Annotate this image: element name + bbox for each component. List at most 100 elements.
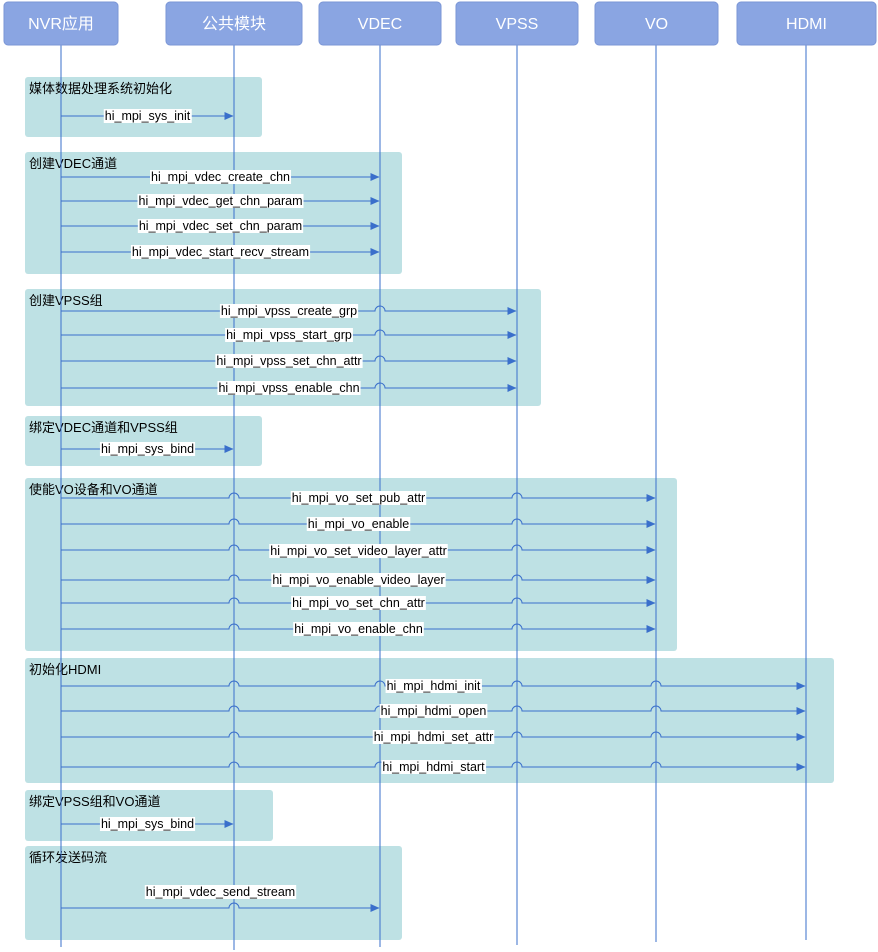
participant-box	[318, 1, 442, 46]
participant-hdmi: HDMI	[736, 1, 877, 46]
participant-label: 公共模块	[202, 15, 266, 33]
fragment-title: 使能VO设备和VO通道	[29, 482, 158, 497]
message-label-bg	[381, 760, 487, 774]
fragment-title: 循环发送码流	[29, 850, 107, 865]
message-label-bg	[217, 381, 361, 395]
message-arrow: hi_mpi_hdmi_init	[61, 679, 806, 693]
fragment-box	[25, 416, 262, 466]
message-arrow: hi_mpi_vdec_send_stream	[61, 885, 380, 912]
message-arrow: hi_mpi_hdmi_start	[61, 760, 806, 774]
fragment-group: 初始化HDMI	[25, 658, 834, 783]
message-arrow: hi_mpi_vdec_get_chn_param	[61, 194, 380, 208]
message-arrow: hi_mpi_vpss_create_grp	[61, 304, 517, 318]
participant-vo: VO	[594, 1, 719, 46]
fragment-box	[25, 790, 273, 841]
fragment-group: 绑定VDEC通道和VPSS组	[25, 416, 262, 466]
message-label-bg	[130, 245, 311, 259]
message-label-bg	[306, 517, 411, 531]
message-label-bg	[291, 596, 426, 610]
participant-nvr: NVR应用	[3, 1, 119, 46]
message-label-bg	[103, 109, 192, 123]
message-label-bg	[290, 491, 427, 505]
fragment-box	[25, 658, 834, 783]
message-label: hi_mpi_vo_enable_chn	[294, 622, 423, 636]
participant-label: NVR应用	[28, 14, 94, 33]
message-arrow: hi_mpi_vo_set_pub_attr	[61, 491, 656, 505]
fragment-group: 创建VPSS组	[25, 289, 541, 406]
participant-box	[594, 1, 719, 46]
message-arrow: hi_mpi_hdmi_set_attr	[61, 730, 806, 744]
message-label-bg	[379, 704, 488, 718]
message-label: hi_mpi_hdmi_init	[387, 679, 481, 693]
message-label: hi_mpi_hdmi_start	[382, 760, 485, 774]
fragment-title: 初始化HDMI	[29, 662, 101, 677]
message-label-bg	[385, 679, 482, 693]
message-arrow: hi_mpi_vdec_start_recv_stream	[61, 245, 380, 259]
message-arrow: hi_mpi_sys_bind	[61, 817, 234, 831]
participant-label: VO	[645, 16, 668, 33]
message-arrow: hi_mpi_vo_set_video_layer_attr	[61, 544, 656, 558]
participant-box	[455, 1, 579, 46]
message-label: hi_mpi_vdec_get_chn_param	[139, 194, 303, 208]
message-label: hi_mpi_vo_enable_video_layer	[272, 573, 444, 587]
message-label-bg	[144, 885, 297, 899]
participant-vpss: VPSS	[455, 1, 579, 46]
fragment-title: 媒体数据处理系统初始化	[29, 81, 172, 96]
participant-label: VPSS	[496, 16, 539, 33]
message-label: hi_mpi_sys_bind	[101, 442, 194, 456]
participant-box	[3, 1, 119, 46]
message-arrow: hi_mpi_vpss_enable_chn	[61, 381, 517, 395]
message-label: hi_mpi_vpss_start_grp	[226, 328, 352, 342]
message-arrow: hi_mpi_vdec_set_chn_param	[61, 219, 380, 233]
message-label-bg	[215, 354, 363, 368]
message-arrow: hi_mpi_vo_enable	[61, 517, 656, 531]
fragment-title: 绑定VPSS组和VO通道	[29, 794, 160, 809]
fragment-box	[25, 478, 677, 651]
message-label: hi_mpi_sys_init	[105, 109, 191, 123]
message-label: hi_mpi_vo_set_pub_attr	[292, 491, 425, 505]
message-label-bg	[269, 544, 448, 558]
message-label: hi_mpi_vo_enable	[308, 517, 410, 531]
message-label-bg	[150, 170, 292, 184]
message-label-bg	[271, 573, 446, 587]
participant-box	[165, 1, 303, 46]
message-label-bg	[219, 304, 359, 318]
fragment-box	[25, 289, 541, 406]
participant-vdec: VDEC	[318, 1, 442, 46]
message-label: hi_mpi_vpss_create_grp	[221, 304, 357, 318]
fragment-group: 媒体数据处理系统初始化	[25, 77, 262, 137]
participant-common: 公共模块	[165, 1, 303, 46]
message-arrow: hi_mpi_vo_enable_chn	[61, 622, 656, 636]
fragment-group: 创建VDEC通道	[25, 152, 402, 274]
message-arrow: hi_mpi_vo_set_chn_attr	[61, 596, 656, 610]
message-arrow: hi_mpi_hdmi_open	[61, 704, 806, 718]
message-label: hi_mpi_vo_set_video_layer_attr	[270, 544, 447, 558]
message-label-bg	[99, 442, 196, 456]
fragment-title: 创建VDEC通道	[29, 156, 117, 171]
message-label-bg	[372, 730, 495, 744]
participant-label: VDEC	[358, 16, 402, 33]
message-arrow: hi_mpi_vo_enable_video_layer	[61, 573, 656, 587]
message-label: hi_mpi_vo_set_chn_attr	[292, 596, 425, 610]
message-label-bg	[225, 328, 353, 342]
message-label-bg	[99, 817, 196, 831]
message-label: hi_mpi_hdmi_set_attr	[374, 730, 494, 744]
message-label: hi_mpi_vdec_start_recv_stream	[132, 245, 309, 259]
message-arrow: hi_mpi_sys_init	[61, 109, 234, 123]
message-arrow: hi_mpi_vpss_start_grp	[61, 328, 517, 342]
message-label-bg	[137, 194, 304, 208]
fragment-box	[25, 152, 402, 274]
message-label: hi_mpi_vdec_create_chn	[151, 170, 290, 184]
participant-box	[736, 1, 877, 46]
message-label: hi_mpi_vdec_set_chn_param	[139, 219, 302, 233]
fragment-group: 绑定VPSS组和VO通道	[25, 790, 273, 841]
fragment-title: 创建VPSS组	[29, 293, 103, 308]
message-label-bg	[293, 622, 424, 636]
message-label: hi_mpi_vdec_send_stream	[146, 885, 295, 899]
fragment-box	[25, 77, 262, 137]
participant-label: HDMI	[786, 16, 827, 33]
fragment-title: 绑定VDEC通道和VPSS组	[29, 420, 178, 435]
message-label: hi_mpi_sys_bind	[101, 817, 194, 831]
message-arrow: hi_mpi_vdec_create_chn	[61, 170, 380, 184]
